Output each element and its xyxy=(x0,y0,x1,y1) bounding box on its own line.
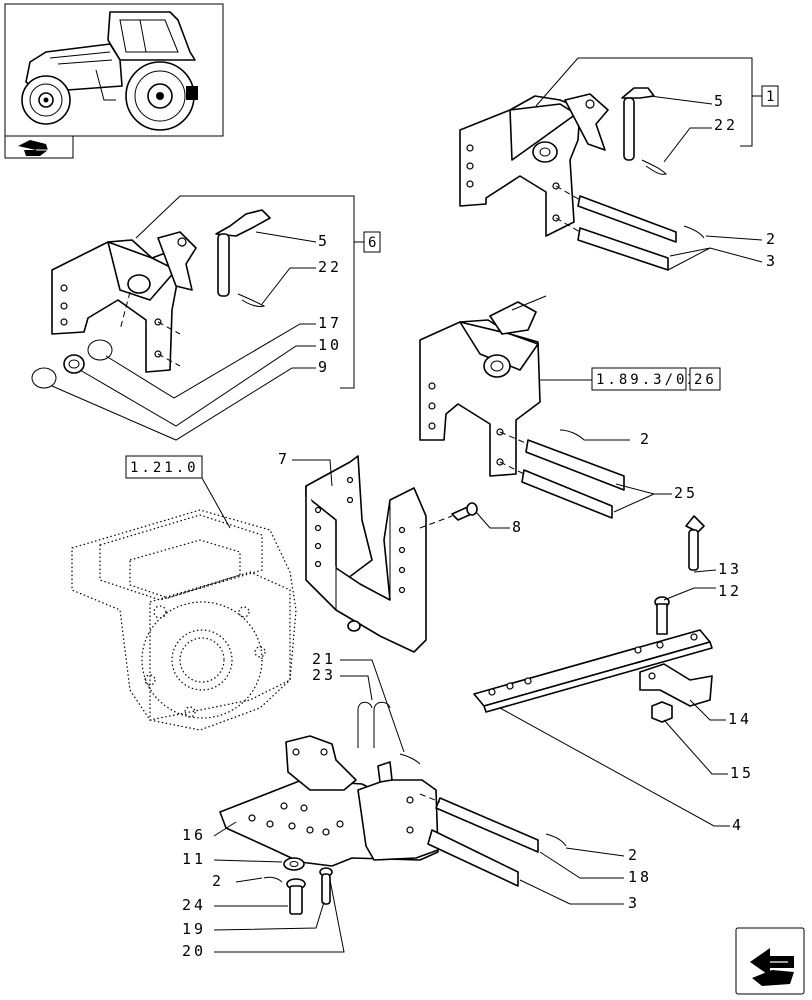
ref-1-group: 1 xyxy=(535,57,779,147)
callout-9: 9 xyxy=(318,358,330,376)
ref-box-26 xyxy=(689,367,721,391)
callout-23: 23 xyxy=(312,666,336,684)
callout-18: 18 xyxy=(628,868,652,886)
callout-14: 14 xyxy=(728,710,752,728)
callout-12: 12 xyxy=(718,582,742,600)
ref-box-1-89 xyxy=(591,367,687,391)
callout-17: 17 xyxy=(318,314,342,332)
middle-bracket-assembly xyxy=(31,209,271,389)
callout-5-top: 5 xyxy=(714,92,726,110)
ref-label-26: 26 xyxy=(694,372,717,388)
ref-box-1-21 xyxy=(125,455,203,479)
next-page-arrow-icon xyxy=(750,948,794,986)
callout-2-top: 2 xyxy=(766,230,778,248)
tractor-thumbnail-icon xyxy=(21,11,198,131)
upper-bracket-assembly xyxy=(459,87,705,271)
callout-4: 4 xyxy=(732,816,744,834)
callout-22-top: 22 xyxy=(714,116,738,134)
callout-3-bottom: 3 xyxy=(628,894,640,912)
tractor-thumbnail xyxy=(4,3,224,159)
ref-6-group: 6 xyxy=(135,195,381,389)
callout-25: 25 xyxy=(674,484,698,502)
callout-5-mid: 5 xyxy=(318,232,330,250)
callout-19: 19 xyxy=(182,920,206,938)
book-icon xyxy=(18,140,48,156)
center-bracket-assembly xyxy=(419,295,625,519)
callout-2-center: 2 xyxy=(640,430,652,448)
ref-label-1-21: 1.21.0 xyxy=(130,460,199,476)
callout-15: 15 xyxy=(730,764,754,782)
callout-2-bottom-left: 2 xyxy=(212,872,224,890)
callout-22-mid: 22 xyxy=(318,258,342,276)
leader-lines xyxy=(51,95,763,953)
drawbar-bracket-7 xyxy=(305,455,478,653)
transmission-housing xyxy=(71,509,297,731)
ref-label-1: 1 xyxy=(766,89,777,105)
ref-label-6: 6 xyxy=(368,235,379,251)
callout-11: 11 xyxy=(182,850,206,868)
callout-8: 8 xyxy=(512,518,524,536)
ref-1-21-group: 1.21.0 xyxy=(125,455,231,529)
callout-21: 21 xyxy=(312,650,336,668)
next-page-button[interactable] xyxy=(735,927,805,995)
callout-7: 7 xyxy=(278,450,290,468)
callout-10: 10 xyxy=(318,336,342,354)
callout-3-top: 3 xyxy=(766,252,778,270)
callout-13: 13 xyxy=(718,560,742,578)
ref-1-89-group: 1.89.3/02A 26 xyxy=(540,367,721,391)
drawbar-4 xyxy=(473,515,713,723)
callout-2-bottom-right: 2 xyxy=(628,846,640,864)
ref-label-1-89: 1.89.3/02A xyxy=(596,372,710,388)
callout-16: 16 xyxy=(182,826,206,844)
callout-24: 24 xyxy=(182,896,206,914)
callout-labels: 5 22 2 3 5 22 17 10 9 2 25 7 8 13 12 14 … xyxy=(182,92,778,960)
callout-20: 20 xyxy=(182,942,206,960)
bottom-bracket-assembly xyxy=(219,701,567,915)
